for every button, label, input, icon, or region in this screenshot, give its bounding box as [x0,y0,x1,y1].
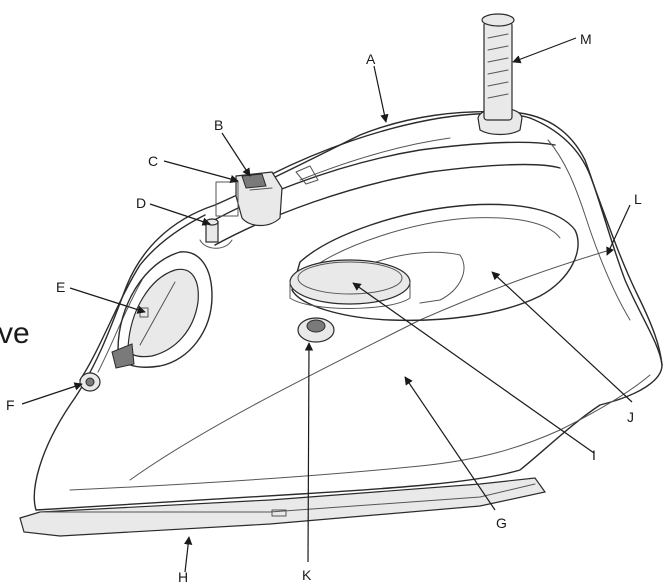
callout-label-g: G [496,515,507,531]
spray-and-steam-buttons [215,171,283,227]
iron-body [33,110,663,511]
fill-inlet-cap [289,259,411,305]
callout-label-h: H [178,569,188,584]
water-tank-window [291,203,579,322]
callout-label-e: E [56,279,65,295]
callout-label-f: F [6,397,15,413]
spray-nozzle [79,372,101,392]
callout-labels: A B C D E F G H I J K L M [6,31,642,584]
self-clean-button [297,317,335,343]
callout-label-m: M [580,31,592,47]
callout-label-d: D [136,195,146,211]
callout-label-a: A [366,51,376,67]
callout-label-k: K [302,567,312,583]
callout-label-l: L [634,191,642,207]
callout-label-j: J [627,409,634,425]
soleplate [19,477,547,537]
cropped-text-fragment: ve [0,317,30,350]
callout-leaders [21,37,633,573]
callout-label-c: C [148,153,158,169]
callout-label-b: B [214,117,223,133]
steam-control-knob [477,13,523,136]
iron-illustration [19,13,663,537]
callout-label-i: I [592,447,596,463]
